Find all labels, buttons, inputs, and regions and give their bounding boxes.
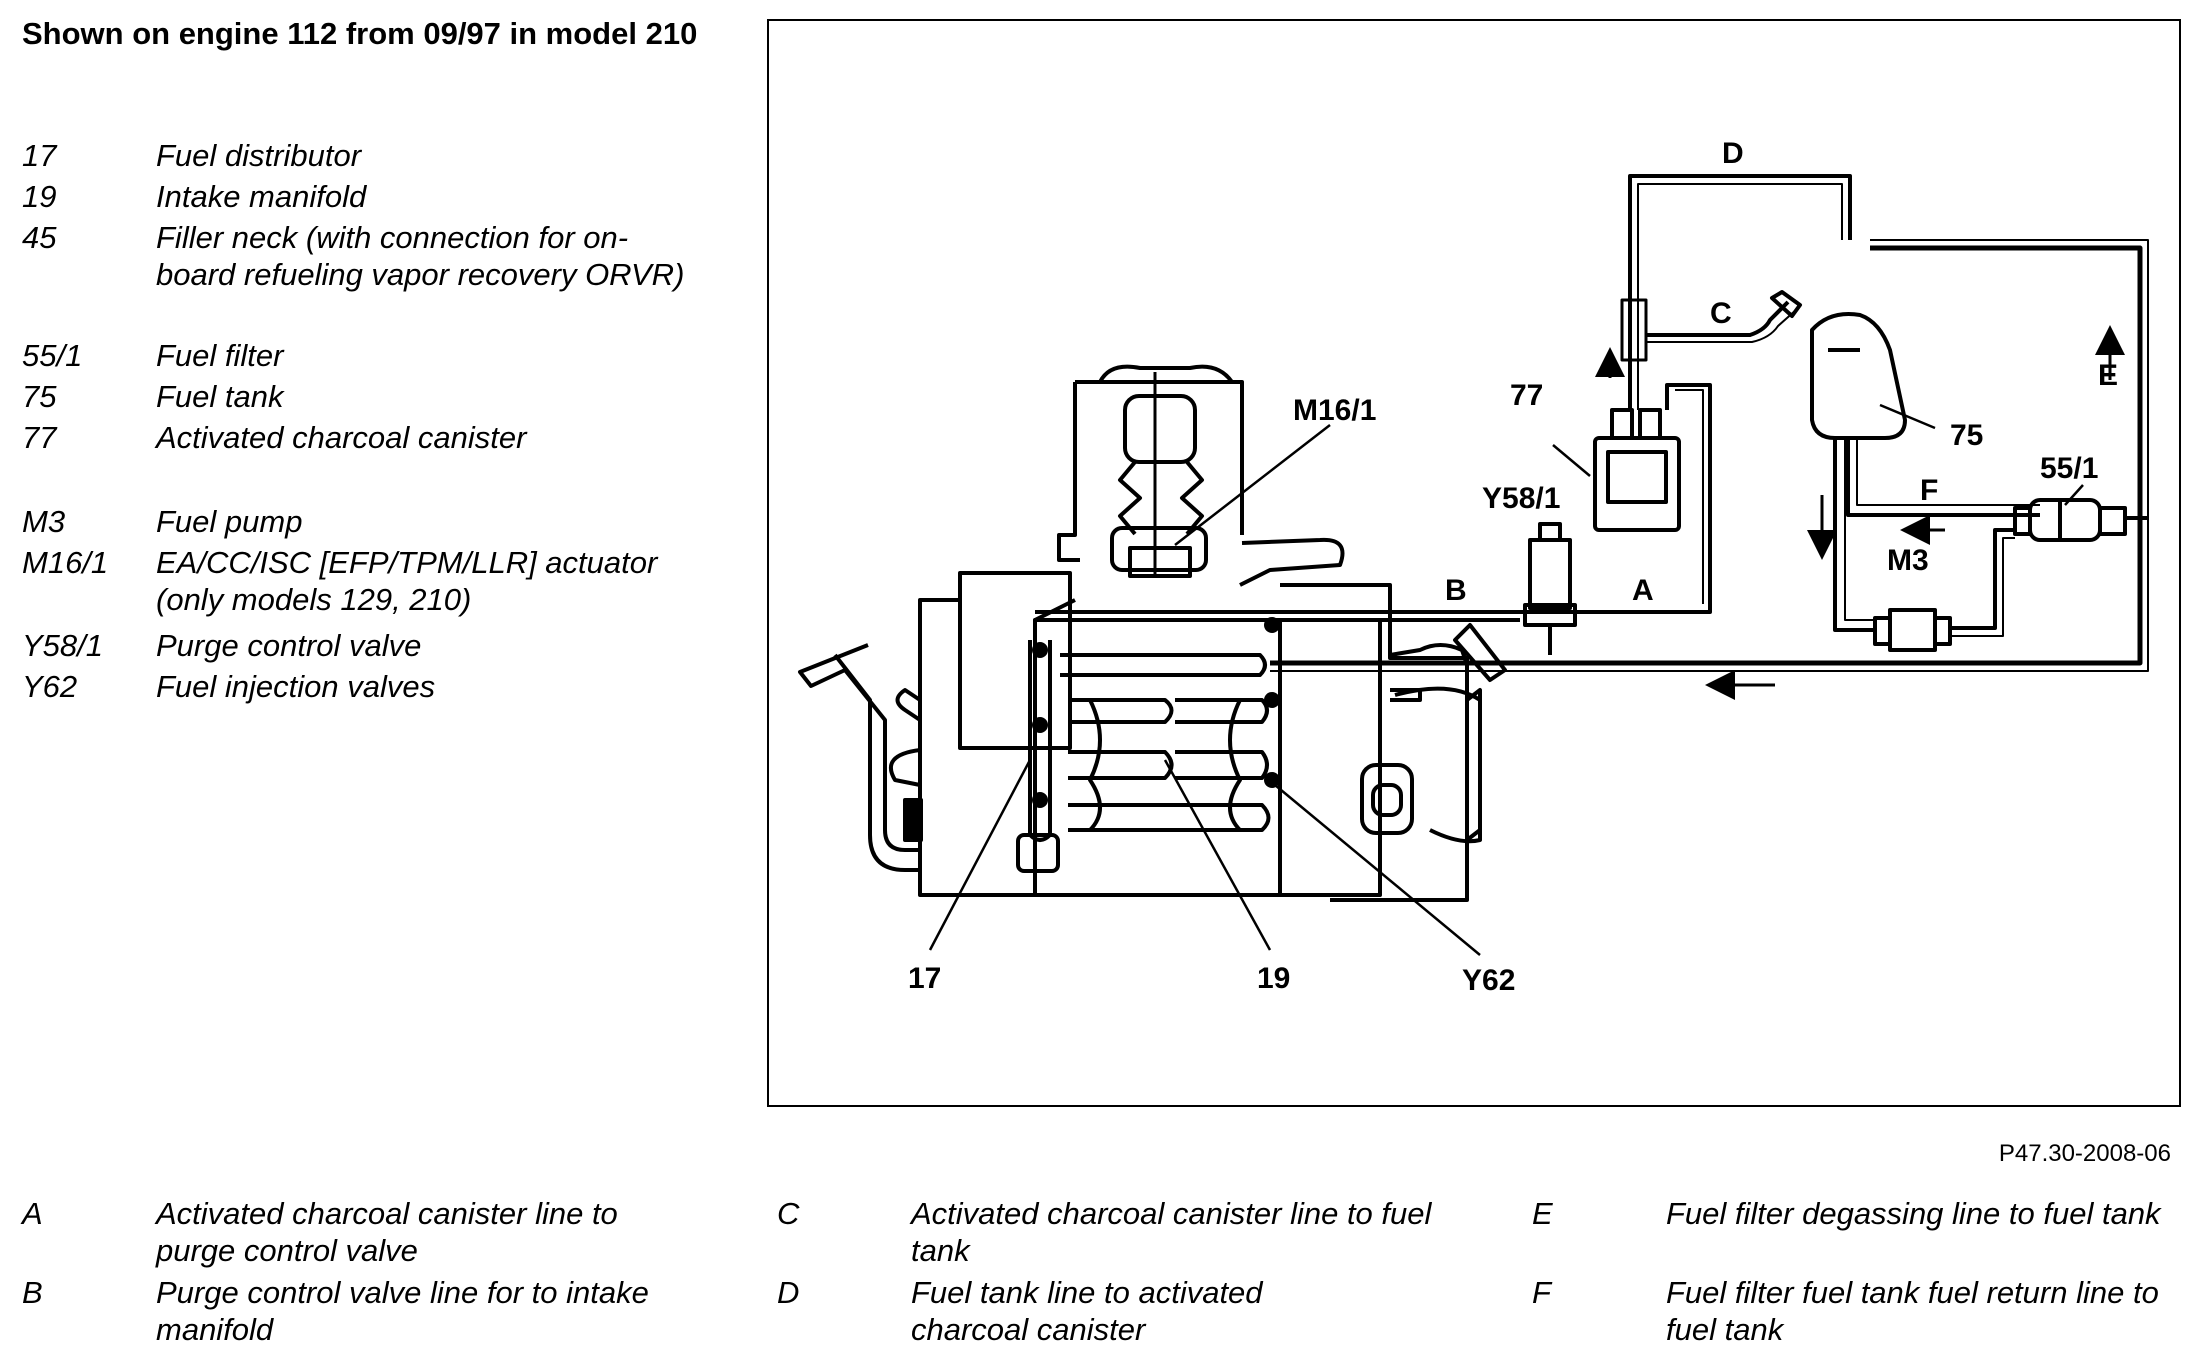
label-55-1: 55/1: [2040, 452, 2098, 485]
legend-code: 17: [22, 138, 57, 173]
label-m16-1: M16/1: [1293, 394, 1376, 427]
legend-item-77: 77 Activated charcoal canister: [22, 419, 722, 455]
legend-code: D: [777, 1275, 800, 1310]
legend-code: C: [777, 1196, 800, 1231]
legend-description: Intake manifold: [156, 179, 367, 214]
legend-item-75: 75 Fuel tank: [22, 378, 722, 414]
legend-description: EA/CC/ISC [EFP/TPM/LLR] actuator (only m…: [156, 545, 658, 617]
legend-item-y58-1: Y58/1 Purge control valve: [22, 627, 722, 663]
injectors: [1032, 617, 1280, 808]
charcoal-canister: [1593, 408, 1681, 532]
legend-code: A: [22, 1196, 43, 1231]
label-m3: M3: [1887, 544, 1929, 577]
legend-code: 19: [22, 179, 57, 214]
label-line-e: E: [2098, 359, 2118, 392]
legend-description: Fuel injection valves: [156, 669, 436, 704]
legend-description: Fuel tank line to activated charcoal can…: [911, 1275, 1263, 1347]
legend-code: 77: [22, 420, 57, 455]
legend-description: Fuel filter degassing line to fuel tank: [1666, 1196, 2161, 1231]
legend-description: Activated charcoal canister: [156, 420, 527, 455]
line-c: [1646, 300, 1790, 337]
legend-description: Fuel tank: [156, 379, 284, 414]
figure-reference: P47.30-2008-06: [1998, 1140, 2171, 1167]
legend-code: Y58/1: [22, 628, 104, 663]
label-line-b: B: [1445, 574, 1467, 607]
fuel-distributor: [1016, 640, 1060, 873]
legend-line-a: A Activated charcoal canister line to pu…: [22, 1195, 742, 1269]
legend-code: E: [1532, 1196, 1553, 1231]
legend-description: Fuel filter: [156, 338, 284, 373]
legend-description: Fuel distributor: [156, 138, 362, 173]
legend-item-17: 17 Fuel distributor: [22, 137, 722, 173]
legend-description: Purge control valve line for to intake m…: [156, 1275, 649, 1347]
label-17: 17: [908, 962, 941, 995]
legend-code: 75: [22, 379, 57, 414]
fuel-pump: [1873, 608, 1952, 652]
label-y58-1: Y58/1: [1482, 482, 1560, 515]
fuel-tank: [1810, 312, 1907, 440]
legend-code: 55/1: [22, 338, 83, 373]
return-line: [1270, 245, 2143, 666]
canister-to-purge-line: [1520, 383, 1712, 614]
page-title: Shown on engine 112 from 09/97 in model …: [22, 16, 698, 51]
flow-arrows: [1595, 325, 2125, 700]
legend-item-55-1: 55/1 Fuel filter: [22, 337, 722, 373]
legend-code: Y62: [22, 669, 78, 704]
legend-code: M3: [22, 504, 66, 539]
engine-main-block: [1033, 583, 1469, 902]
label-line-c: C: [1710, 297, 1732, 330]
legend-item-y62: Y62 Fuel injection valves: [22, 668, 722, 704]
legend-description: Filler neck (with connection for on-boar…: [156, 220, 685, 292]
label-line-a: A: [1632, 574, 1654, 607]
legend-code: F: [1532, 1275, 1551, 1310]
legend-item-m3: M3 Fuel pump: [22, 503, 722, 539]
legend-code: B: [22, 1275, 43, 1310]
label-19: 19: [1257, 962, 1290, 995]
legend-description: Purge control valve: [156, 628, 422, 663]
legend-line-b: B Purge control valve line for to intake…: [22, 1274, 742, 1348]
purge-control-valve: [1523, 522, 1577, 655]
legend-item-45: 45 Filler neck (with connection for on-b…: [22, 219, 722, 330]
legend-item-m16-1: M16/1 EA/CC/ISC [EFP/TPM/LLR] actuator (…: [22, 544, 722, 618]
legend-description: Fuel pump: [156, 504, 303, 539]
pump-to-filter-line: [1950, 528, 2015, 630]
leader-lines: [928, 403, 2084, 956]
label-77: 77: [1510, 379, 1543, 412]
fuel-filter: [2013, 498, 2127, 542]
legend-description: Fuel filter fuel tank fuel return line t…: [1666, 1275, 2159, 1347]
diagram-frame: [767, 19, 2181, 1107]
legend-description: Activated charcoal canister line to fuel…: [911, 1196, 1432, 1268]
throttle-housing: [1057, 364, 1345, 587]
label-line-f: F: [1920, 474, 1938, 507]
legend-code: M16/1: [22, 545, 109, 580]
legend-description: Activated charcoal canister line to purg…: [156, 1196, 618, 1268]
legend-line-e: E Fuel filter degassing line to fuel tan…: [1532, 1195, 2192, 1269]
label-line-d: D: [1722, 137, 1744, 170]
label-75: 75: [1950, 419, 1983, 452]
line-f: [1846, 438, 2040, 517]
label-y62: Y62: [1462, 964, 1515, 997]
legend-line-d: D Fuel tank line to activated charcoal c…: [777, 1274, 1497, 1348]
legend-line-c: C Activated charcoal canister line to fu…: [777, 1195, 1497, 1269]
legend-item-19: 19 Intake manifold: [22, 178, 722, 214]
legend-line-f: F Fuel filter fuel tank fuel return line…: [1532, 1274, 2192, 1348]
line-d: [1628, 174, 1852, 410]
legend-code: 45: [22, 220, 57, 255]
